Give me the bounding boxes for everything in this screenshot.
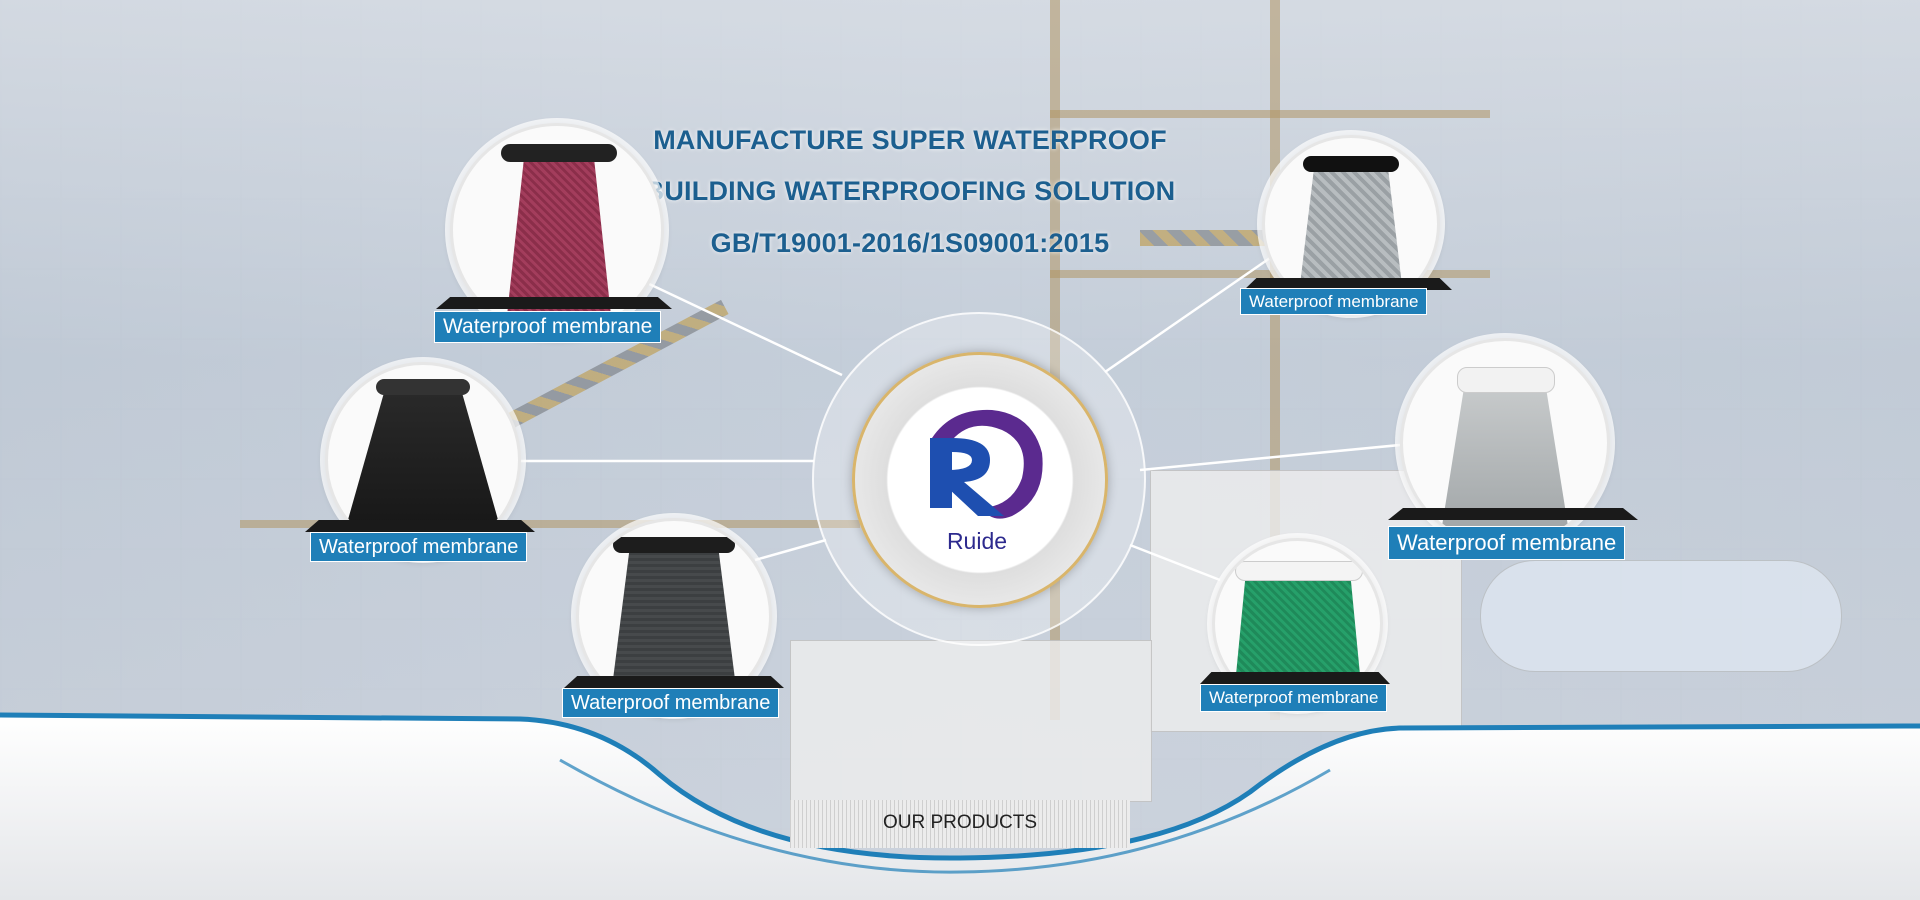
roll-core	[1303, 156, 1399, 172]
roll-core	[1235, 561, 1363, 581]
product-label[interactable]: Waterproof membrane	[1200, 684, 1388, 712]
scaffold-rail	[240, 520, 860, 528]
roll-core	[613, 537, 735, 553]
roll-core	[1457, 367, 1555, 393]
scaffold-rail	[1050, 270, 1490, 278]
connector-line	[1139, 443, 1401, 472]
headline-line-1: MANUFACTURE SUPER WATERPROOF	[653, 125, 1167, 155]
logo-disc	[852, 352, 1108, 608]
ruide-logo-icon	[930, 409, 1043, 519]
product-label[interactable]: Waterproof membrane	[310, 532, 528, 562]
bottom-wave	[0, 712, 1920, 900]
roll-core	[501, 144, 617, 162]
product-shelf	[305, 520, 535, 532]
product-shelf	[1388, 508, 1638, 520]
roll-core	[376, 379, 470, 395]
product-label[interactable]: Waterproof membrane	[562, 688, 780, 718]
scaffold-rail	[1050, 110, 1490, 118]
machine-roller	[1480, 560, 1842, 672]
section-title-bar	[790, 800, 1130, 848]
product-label[interactable]: Waterproof membrane	[434, 311, 662, 343]
product-shelf	[564, 676, 784, 688]
connector-line	[754, 538, 827, 562]
connector-line	[1104, 256, 1271, 374]
scaffold-post	[1270, 0, 1280, 720]
connector-line	[1129, 543, 1221, 582]
product-shelf	[436, 297, 672, 309]
headline-line-3: GB/T19001-2016/1S09001:2015	[710, 228, 1110, 258]
product-label[interactable]: Waterproof membrane	[1240, 288, 1428, 315]
membrane-roll-white-icon	[1439, 379, 1571, 545]
connector-line	[644, 280, 843, 377]
brand-name: Ruide	[946, 528, 1008, 554]
section-title: OUR PRODUCTS	[882, 812, 1038, 833]
product-shelf	[1244, 278, 1452, 290]
product-label[interactable]: Waterproof membrane	[1388, 526, 1626, 560]
headline-line-2: BUILDING WATERPROOFING SOLUTION	[644, 176, 1176, 206]
product-shelf	[1200, 672, 1390, 684]
